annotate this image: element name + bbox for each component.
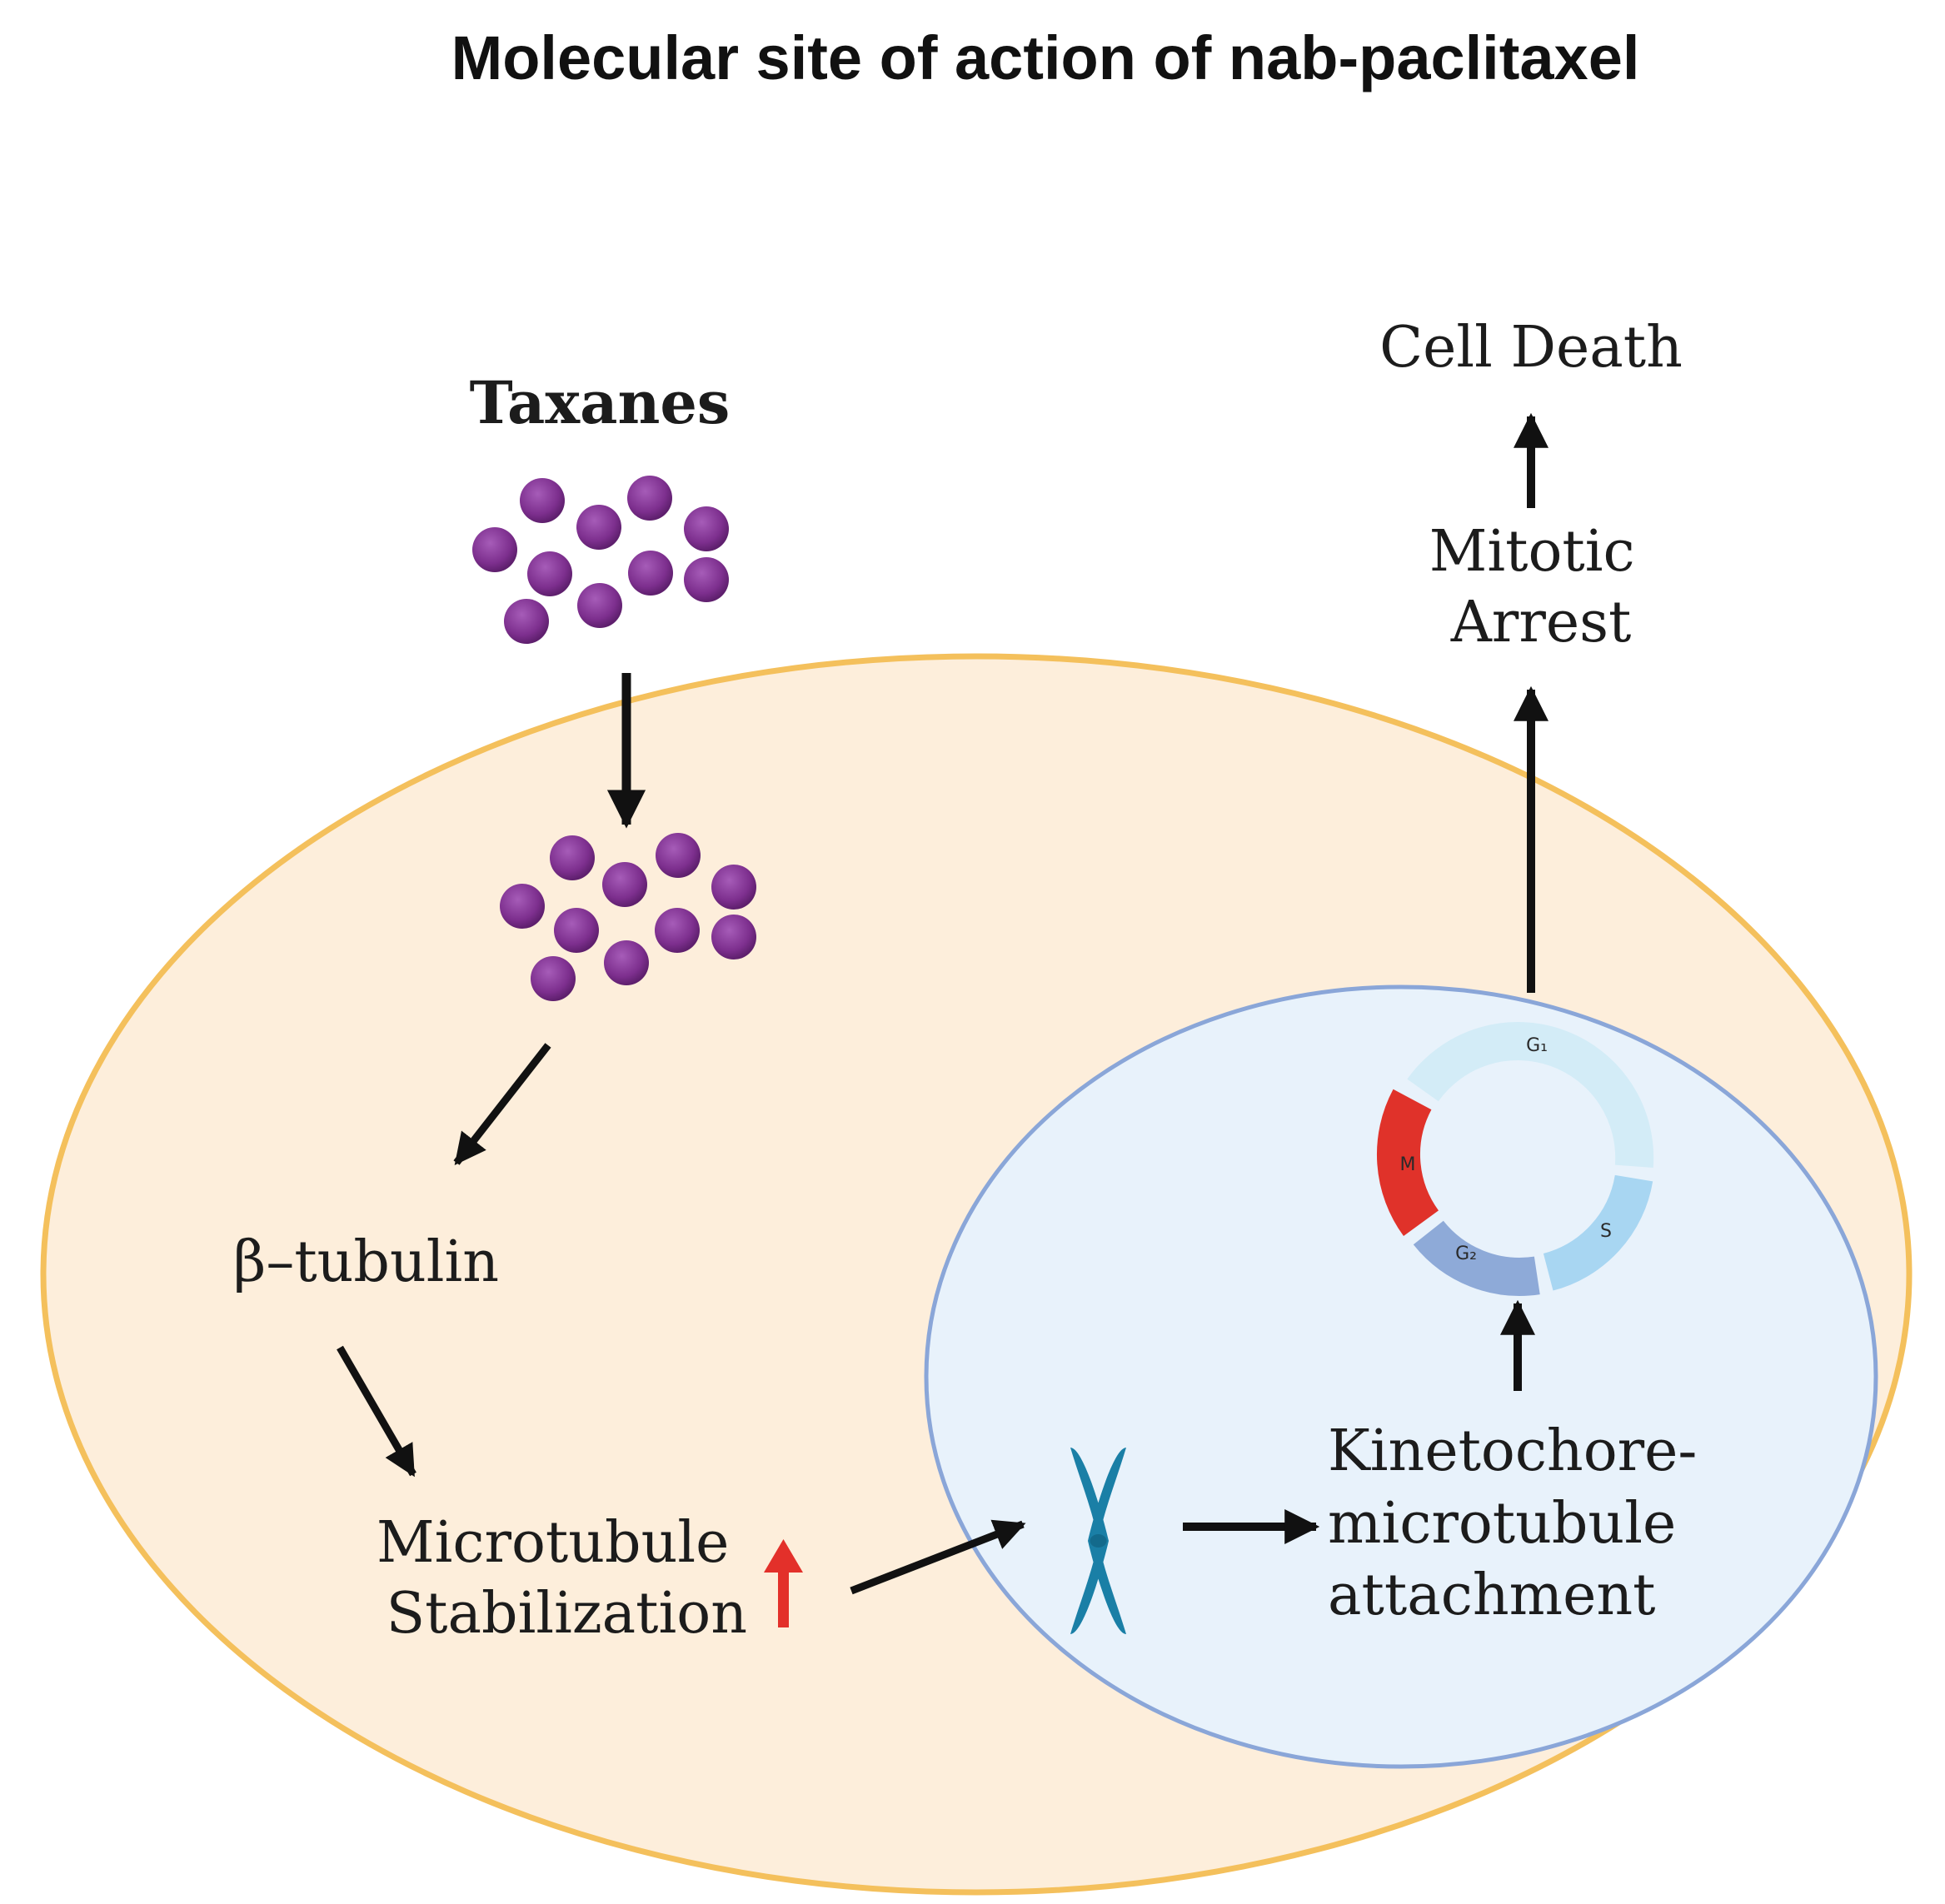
cell-cycle-label-s: S xyxy=(1600,1221,1612,1242)
cell-cycle-label-g2: G₂ xyxy=(1455,1244,1477,1264)
taxane-particle xyxy=(604,940,649,985)
taxane-particle xyxy=(472,527,517,572)
kinetochore-line2: microtubule xyxy=(1328,1491,1676,1557)
taxane-particle xyxy=(577,583,622,628)
taxane-particle xyxy=(684,557,729,602)
kinetochore-line1: Kinetochore- xyxy=(1328,1418,1697,1484)
cell-cycle-phase-s xyxy=(1543,1174,1653,1291)
taxane-particle xyxy=(520,478,565,523)
cell-cycle-phase-g2 xyxy=(1413,1220,1540,1296)
microtubule-stabilization-line1: Microtubule xyxy=(377,1510,729,1576)
taxane-cluster-extracellular xyxy=(472,476,729,644)
arrow-to-microtubule-stabilization xyxy=(337,1345,416,1478)
taxane-particle xyxy=(602,862,647,907)
taxane-particle xyxy=(627,476,672,521)
increase-arrow-icon xyxy=(764,1539,803,1627)
taxane-particle xyxy=(550,835,595,880)
taxane-particle xyxy=(527,551,572,596)
mitotic-arrest-label: Mitotic Arrest xyxy=(1429,519,1653,655)
taxane-particle xyxy=(711,865,756,910)
taxane-particle xyxy=(656,833,701,878)
taxanes-label: Taxanes xyxy=(470,368,731,437)
cell-cycle-label-m: M xyxy=(1400,1154,1416,1175)
taxane-particle xyxy=(628,551,673,596)
taxane-particle xyxy=(655,908,700,953)
diagram-title: Molecular site of action of nab-paclitax… xyxy=(451,23,1640,92)
chromosome-icon xyxy=(1070,1448,1126,1634)
cell-cycle-label-g1: G₁ xyxy=(1526,1035,1548,1056)
microtubule-stabilization-label: Microtubule Stabilization xyxy=(377,1510,747,1647)
beta-tubulin-label: β–tubulin xyxy=(233,1229,499,1295)
arrow-to-beta-tubulin xyxy=(453,1043,551,1165)
cell-death-label: Cell Death xyxy=(1379,315,1683,381)
mitotic-arrest-line2: Arrest xyxy=(1450,590,1632,655)
microtubule-stabilization-line2: Stabilization xyxy=(387,1581,747,1647)
cell-cycle-ring: G₁ S G₂ M xyxy=(1376,1022,1654,1296)
taxane-particle xyxy=(684,506,729,551)
taxane-particle xyxy=(500,884,545,929)
taxane-cluster-intracellular xyxy=(500,833,756,1001)
kinetochore-line3: attachment xyxy=(1328,1563,1655,1628)
taxane-particle xyxy=(504,599,549,644)
taxane-particle xyxy=(711,915,756,959)
kinetochore-attachment-label: Kinetochore- microtubule attachment xyxy=(1328,1418,1715,1628)
taxane-particle xyxy=(531,956,576,1001)
mitotic-arrest-line1: Mitotic xyxy=(1429,519,1635,585)
taxane-particle xyxy=(554,908,599,953)
cell-cycle-phase-m xyxy=(1376,1089,1439,1237)
arrow-to-chromosome xyxy=(850,1519,1026,1595)
taxane-particle xyxy=(576,505,621,550)
cell-cycle-phase-g1 xyxy=(1407,1022,1654,1168)
